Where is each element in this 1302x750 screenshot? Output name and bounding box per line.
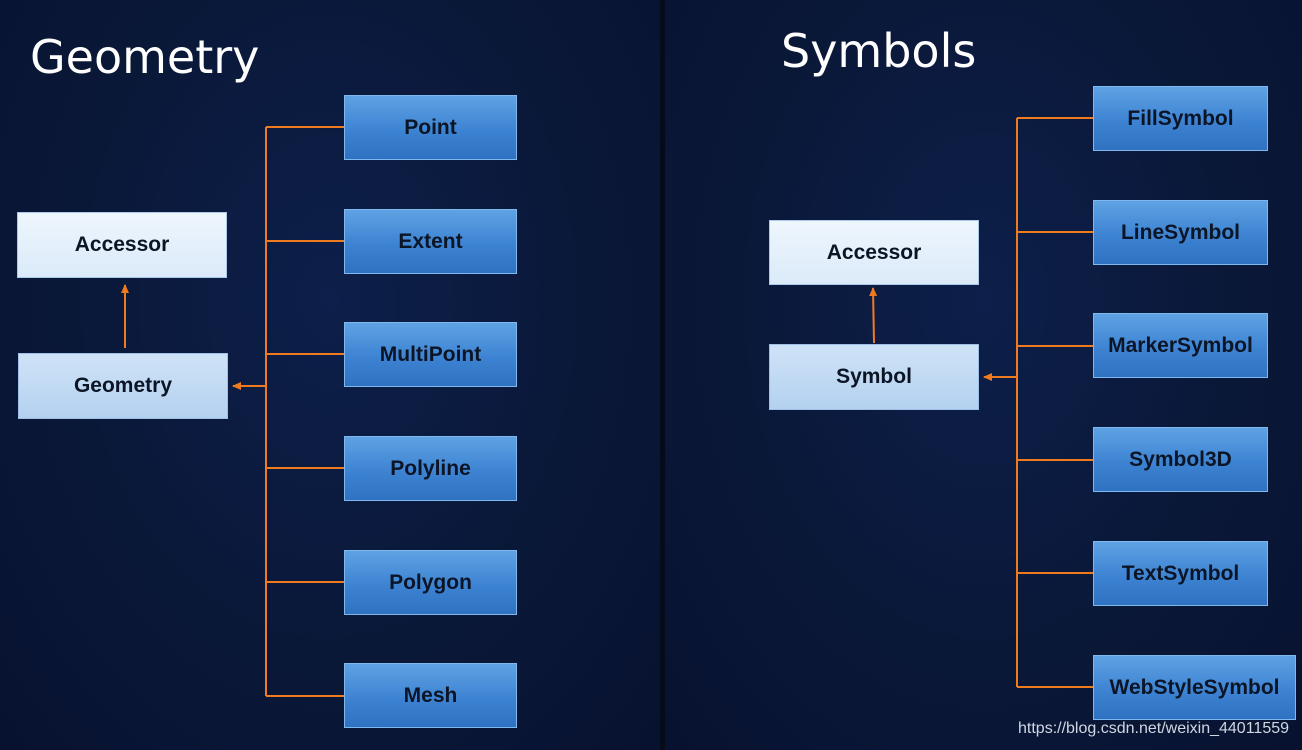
symbols-subclass-box: LineSymbol: [1093, 200, 1268, 265]
geometry-subclass-box: Polygon: [344, 550, 517, 615]
watermark-url: https://blog.csdn.net/weixin_44011559: [1018, 720, 1290, 737]
panel-divider: [660, 0, 665, 750]
geometry-subclass-box: Extent: [344, 209, 517, 274]
geometry-accessor-box: Accessor: [17, 212, 227, 278]
geometry-subclass-box: Polyline: [344, 436, 517, 501]
geometry-title: Geometry: [30, 30, 260, 84]
symbols-subclass-box: TextSymbol: [1093, 541, 1268, 606]
geometry-subclass-box: Mesh: [344, 663, 517, 728]
symbols-title: Symbols: [781, 24, 977, 78]
symbols-subclass-box: MarkerSymbol: [1093, 313, 1268, 378]
symbols-subclass-box: Symbol3D: [1093, 427, 1268, 492]
geometry-subclass-box: MultiPoint: [344, 322, 517, 387]
symbols-subclass-box: WebStyleSymbol: [1093, 655, 1296, 720]
geometry-subclass-box: Point: [344, 95, 517, 160]
symbols-subclass-box: FillSymbol: [1093, 86, 1268, 151]
geometry-base-box: Geometry: [18, 353, 228, 419]
symbols-base-box: Symbol: [769, 344, 979, 410]
symbols-accessor-box: Accessor: [769, 220, 979, 285]
